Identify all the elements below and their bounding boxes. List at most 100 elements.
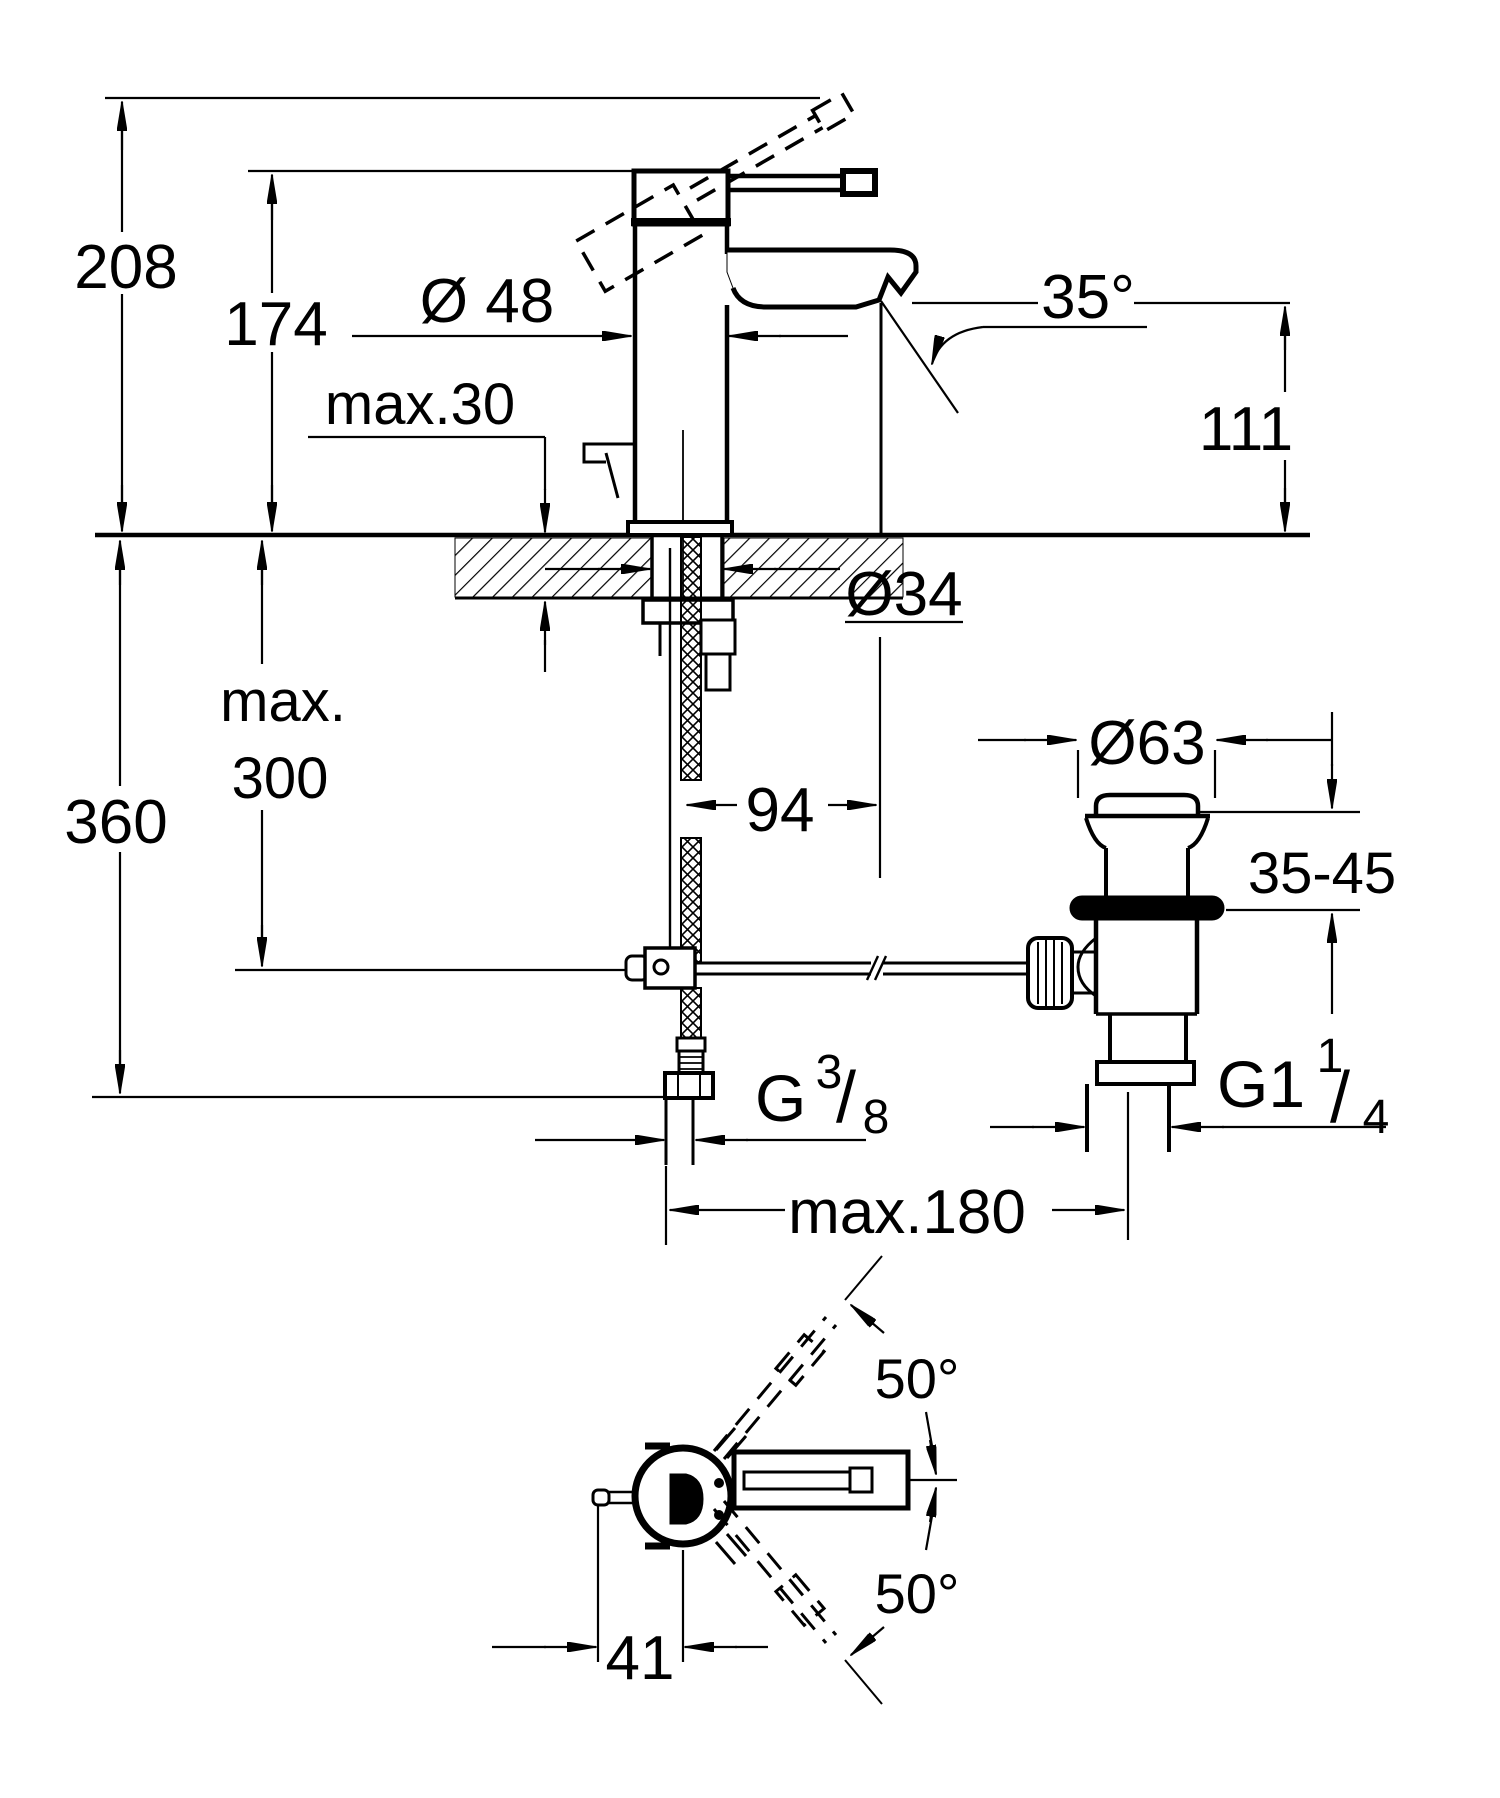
leader-arrow (930, 325, 984, 364)
dim-label-max: max. (220, 669, 346, 734)
phantom-crossing-tick (725, 1435, 748, 1459)
detail-dot (714, 1478, 724, 1488)
angle-extension-line (844, 1659, 883, 1705)
phantom-crossing-tick (714, 1541, 737, 1565)
rod-break-mark (865, 955, 880, 981)
dim-label-50-upper: 50° (875, 1347, 960, 1410)
dimension-g114: G1 1 / 4 (990, 1030, 1389, 1144)
dimension-max300: max. 300 (220, 541, 628, 972)
phantom-lever-edge (689, 114, 817, 190)
arrow-to-centerline (930, 1439, 938, 1474)
collar-ring (1095, 1060, 1196, 1086)
hose-braid (680, 837, 702, 963)
dimension-94: 94 (687, 637, 882, 878)
clamp-screw (652, 958, 670, 976)
rod-guide-bracket-lower (704, 652, 732, 692)
dimension-174: 174 (224, 169, 634, 531)
pop-up-rod-linkage (624, 946, 1029, 990)
phantom-lever-edge (712, 1508, 828, 1644)
phantom-lever-edge (722, 1324, 838, 1460)
dimension-360: 360 (64, 541, 663, 1099)
lever-raised-phantom (573, 90, 857, 294)
rod-guide-bracket (699, 618, 737, 656)
dimension-111: 111 (1199, 307, 1293, 531)
rod-clamp-block (643, 946, 697, 990)
dim-label-35-45: 35-45 (1248, 841, 1396, 906)
dim-label-d34: Ø34 (845, 560, 962, 629)
thread-label-denominator: 8 (863, 1091, 890, 1144)
connection-nut (663, 1071, 715, 1100)
phantom-lever-edge (696, 126, 824, 202)
dim-label-111: 111 (1199, 395, 1293, 464)
head (631, 168, 731, 227)
dim-label-94: 94 (746, 776, 815, 845)
faucet-side-view (573, 90, 919, 598)
countertop-section (95, 532, 1310, 600)
dimension-g38: G 3 / 8 (535, 1046, 889, 1245)
dimension-208: 208 (74, 96, 820, 531)
seal-ring (1069, 895, 1225, 921)
thread-label-g1: G1 (1217, 1047, 1305, 1121)
faucet-plan-view: 50° 50° 41 (492, 1255, 960, 1705)
pop-up-rod-hook (582, 442, 635, 499)
pop-up-waste-valve (1026, 792, 1225, 1152)
dim-label-35deg: 35° (1041, 263, 1135, 332)
lever-tip (840, 168, 878, 197)
angle-line (880, 300, 959, 414)
dimension-35deg: 35° (880, 263, 1290, 414)
dimension-35-45: 35-45 (1196, 712, 1396, 1014)
dim-label-50-lower: 50° (875, 1562, 960, 1625)
handle-swivel-lower-phantom (712, 1500, 885, 1705)
phantom-lever-tip (773, 1332, 827, 1388)
dim-label-208: 208 (74, 233, 177, 302)
angle-arrow (851, 1305, 885, 1334)
dim-label-360: 360 (64, 788, 167, 857)
phantom-lever-edge (722, 1500, 838, 1636)
dim-label-300: 300 (232, 746, 329, 811)
arrow-to-centerline (930, 1488, 938, 1523)
phantom-lever-tip (773, 1572, 827, 1628)
knurled-knob (1026, 936, 1074, 1010)
thread-label-slash: / (1330, 1058, 1350, 1138)
thread-label-denominator: 4 (1363, 1091, 1390, 1144)
angle-extension-line (844, 1255, 883, 1301)
rod-break-mark (873, 955, 888, 981)
dimension-max180: max.180 (670, 1092, 1130, 1247)
hose-braid (680, 987, 702, 1039)
dim-label-d48: Ø 48 (420, 267, 554, 336)
ball-joint-curve (1076, 936, 1097, 998)
handle-swivel-upper-phantom (712, 1255, 885, 1460)
phantom-lever-tip (810, 90, 857, 134)
angle-arrow (851, 1626, 885, 1655)
counter-hatch-left (454, 537, 652, 598)
dimension-diameter-34: Ø34 (545, 560, 963, 629)
cartridge-slot (669, 1473, 704, 1525)
dimension-diameter-63: Ø63 (978, 709, 1332, 798)
waste-plug-cap (1093, 792, 1201, 815)
base-plate (626, 520, 734, 537)
thread-label-g: G (755, 1061, 806, 1135)
hose-braid (680, 536, 702, 781)
handle-blade (742, 1470, 854, 1491)
phantom-crossing-tick (725, 1533, 748, 1557)
dimension-max30: max.30 (308, 372, 545, 672)
supply-hose (663, 536, 715, 1165)
dimension-41: 41 (492, 1504, 768, 1693)
dim-label-41: 41 (606, 1624, 675, 1693)
thread-label-numerator: 3 (816, 1046, 843, 1099)
spout-outline (727, 247, 919, 310)
dimension-50deg-upper: 50° (875, 1347, 960, 1474)
dim-label-174: 174 (224, 290, 327, 359)
thread-label-slash: / (836, 1058, 856, 1138)
phantom-head-outline (573, 182, 705, 294)
dim-label-max30: max.30 (325, 372, 515, 437)
thread-label-numerator: 1 (1317, 1030, 1344, 1083)
dim-label-d63: Ø63 (1088, 709, 1205, 778)
dimension-50deg-lower: 50° (875, 1488, 960, 1625)
dim-label-max180: max.180 (788, 1178, 1026, 1247)
rod-end-plan (591, 1488, 611, 1507)
dimension-diameter-48: Ø 48 (352, 267, 848, 336)
handle-blade-end (848, 1466, 874, 1494)
